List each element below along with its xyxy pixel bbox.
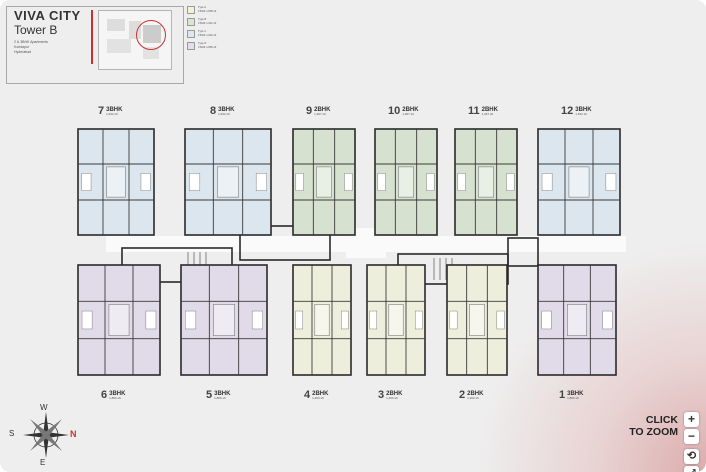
- fullscreen-button[interactable]: ⤢: [684, 466, 699, 472]
- unit-number: 11: [468, 105, 480, 117]
- legend-swatch: [187, 6, 195, 14]
- compass: N S W E: [8, 400, 84, 470]
- south-label: S: [9, 429, 15, 438]
- unit-7-plan[interactable]: [77, 128, 155, 236]
- key-plan-highlight: [136, 20, 166, 50]
- unit-10-plan[interactable]: [374, 128, 438, 236]
- east-label: E: [40, 458, 46, 467]
- unit-3-plan[interactable]: [366, 264, 426, 376]
- unit-number: 7: [98, 105, 105, 117]
- north-label: N: [70, 429, 77, 439]
- compass-rose-icon: [23, 412, 69, 458]
- unit-6-plan[interactable]: [77, 264, 161, 376]
- unit-1-plan[interactable]: [537, 264, 617, 376]
- unit-number: 10: [388, 105, 401, 117]
- unit-number: 4: [304, 389, 311, 401]
- west-label: W: [40, 403, 48, 412]
- unit-number: 5: [206, 389, 213, 401]
- unit-number: 12: [561, 105, 574, 117]
- unit-number: 6: [101, 389, 108, 401]
- unit-5-plan[interactable]: [180, 264, 268, 376]
- unit-number: 8: [210, 105, 217, 117]
- unit-number: 1: [559, 389, 566, 401]
- title-block: [6, 6, 184, 84]
- key-plan-pointer: [91, 10, 93, 64]
- unit-2-plan[interactable]: [446, 264, 508, 376]
- zoom-out-button[interactable]: −: [684, 429, 699, 444]
- unit-number: 9: [306, 105, 313, 117]
- unit-11-plan[interactable]: [454, 128, 518, 236]
- unit-8-plan[interactable]: [184, 128, 272, 236]
- legend-swatch: [187, 18, 195, 26]
- legend-swatch: [187, 30, 195, 38]
- project-title: VIVA CITY: [14, 8, 81, 23]
- click-to-zoom-hint: CLICK TO ZOOM: [629, 414, 678, 438]
- unit-9-plan[interactable]: [292, 128, 356, 236]
- tower-name: Tower B: [14, 23, 58, 37]
- unit-4-plan[interactable]: [292, 264, 352, 376]
- unit-number: 3: [378, 389, 385, 401]
- project-subtitle: 2 & 3BHK Apartments Kondapur Hyderabad: [14, 40, 49, 54]
- brand: VIVA CITY Tower B: [14, 8, 81, 37]
- unit-number: 2: [459, 389, 466, 401]
- zoom-in-button[interactable]: +: [684, 412, 699, 427]
- unit-12-plan[interactable]: [537, 128, 621, 236]
- legend-swatch: [187, 42, 195, 50]
- reset-view-button[interactable]: ⟲: [684, 449, 699, 464]
